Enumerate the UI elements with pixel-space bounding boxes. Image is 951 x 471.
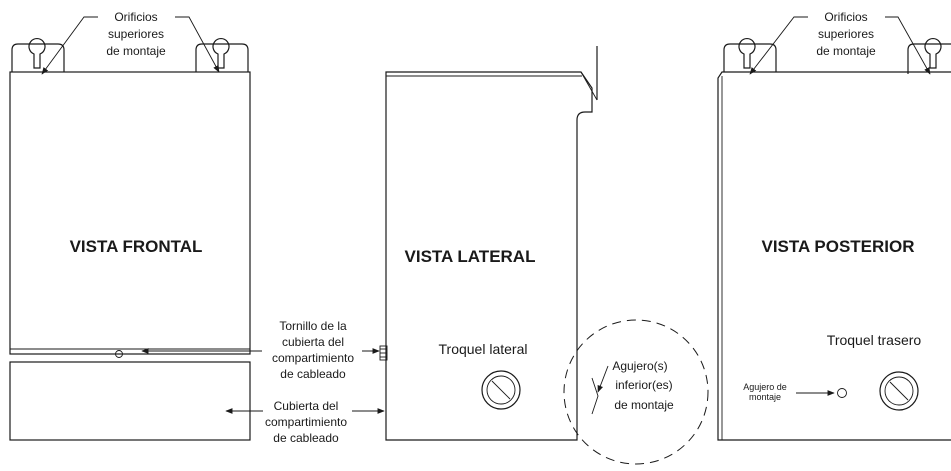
cover-screw-icon xyxy=(115,350,123,358)
cover-label-line3: de cableado xyxy=(273,431,339,445)
rear-mount-leader-left xyxy=(749,16,808,75)
front-mount-label-line3: de montaje xyxy=(106,44,166,58)
keyhole-icon xyxy=(738,38,756,69)
bottom-holes-line2: inferior(es) xyxy=(615,378,672,392)
rear-mount-hole-line1: Agujero de xyxy=(743,382,787,392)
screw-label-line4: de cableado xyxy=(280,367,346,381)
cover-label-line2: compartimiento xyxy=(265,415,347,429)
rear-mount-label-line3: de montaje xyxy=(816,44,876,58)
front-mount-label-line2: superiores xyxy=(108,27,164,41)
side-view-title: VISTA LATERAL xyxy=(405,247,536,266)
bottom-holes-leader xyxy=(597,365,609,393)
bottom-holes-line1: Agujero(s) xyxy=(612,359,667,373)
rear-mount-label-line1: Orificios xyxy=(824,10,867,24)
keyhole-icon xyxy=(28,38,46,69)
keyhole-icon xyxy=(924,38,942,69)
bottom-hole-detail-circle xyxy=(563,319,709,465)
rear-knockout-label: Troquel trasero xyxy=(827,332,922,348)
front-mount-label-line1: Orificios xyxy=(114,10,157,24)
front-mount-leader-right xyxy=(175,16,220,73)
cover-label-line1: Cubierta del xyxy=(274,399,339,413)
front-wiring-cover xyxy=(9,361,251,441)
front-view-title: VISTA FRONTAL xyxy=(70,237,203,256)
side-view: VISTA LATERAL Troquel lateral Agujero(s)… xyxy=(141,46,709,465)
rear-mount-label-line2: superiores xyxy=(818,27,874,41)
rear-mount-leader-right xyxy=(885,16,931,75)
rear-body xyxy=(717,71,951,441)
front-left-mount-tab xyxy=(11,38,65,72)
rear-mount-hole-icon xyxy=(837,388,847,398)
rear-knockout-icon xyxy=(879,371,919,411)
side-knockout-label: Troquel lateral xyxy=(439,341,528,357)
screw-label-line2: cubierta del xyxy=(282,335,344,349)
screw-label-line3: compartimiento xyxy=(272,351,354,365)
side-body xyxy=(385,71,593,441)
rear-left-mount-tab xyxy=(723,38,777,72)
rear-right-mount-tab xyxy=(907,38,951,74)
front-body xyxy=(9,71,251,355)
front-mount-leader-left xyxy=(41,16,98,75)
rear-view: VISTA POSTERIOR Troquel trasero Agujero … xyxy=(717,10,951,441)
screw-label-line1: Tornillo de la xyxy=(279,319,347,333)
side-knockout-icon xyxy=(481,370,521,410)
bottom-holes-line3: de montaje xyxy=(614,398,674,412)
keyhole-icon xyxy=(212,38,230,69)
side-screw-icon xyxy=(379,345,388,361)
rear-mount-hole-line2: montaje xyxy=(749,392,781,402)
rear-view-title: VISTA POSTERIOR xyxy=(761,237,914,256)
front-view: VISTA FRONTAL Orificios superiores de mo… xyxy=(9,10,251,441)
front-right-mount-tab xyxy=(195,38,249,72)
